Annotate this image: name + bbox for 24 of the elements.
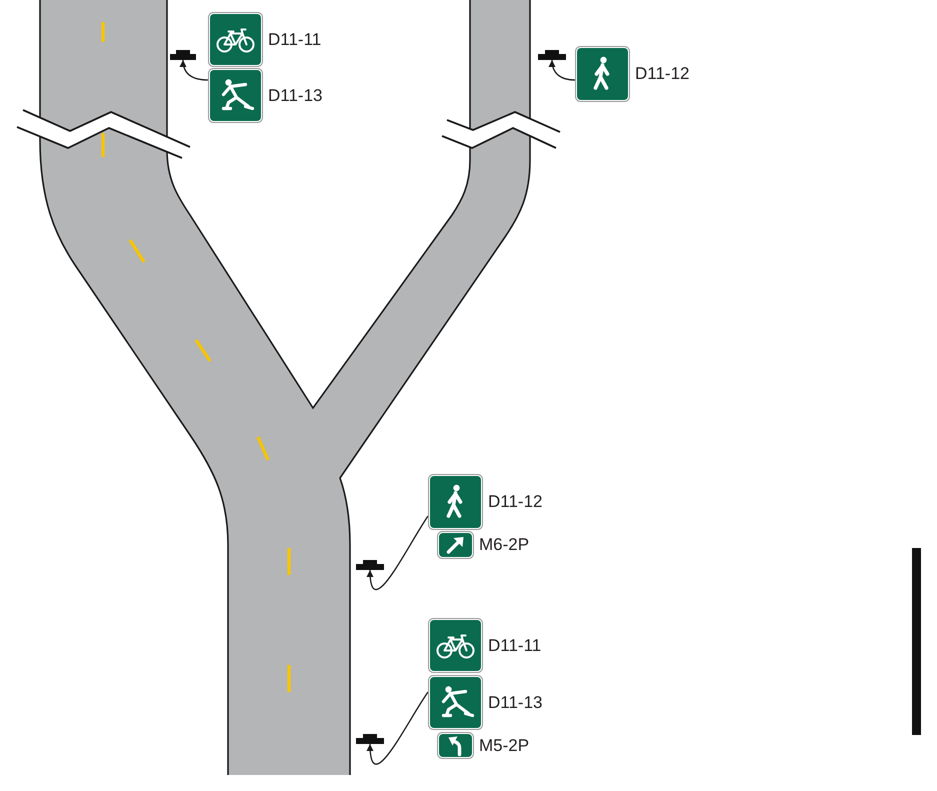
sign-code: D11-12 <box>635 64 690 84</box>
sign-code: D11-12 <box>488 492 542 512</box>
leader-line <box>366 516 429 590</box>
leader-line <box>548 60 576 81</box>
bicycle-sign-icon <box>428 618 483 673</box>
turn-arrow-plaque-icon <box>437 732 474 759</box>
pedestrian-sign-icon <box>428 474 483 530</box>
sign-code: D11-13 <box>268 86 322 106</box>
skater-sign-icon <box>428 675 483 730</box>
leader-line <box>366 692 429 765</box>
sign-post-icon <box>538 50 566 60</box>
sign-code: D11-11 <box>488 636 542 656</box>
pedestrian-sign-icon <box>575 46 630 102</box>
sign-code: M5-2P <box>479 736 530 756</box>
sign-code: M6-2P <box>479 535 530 555</box>
diagonal-arrow-plaque-icon <box>437 531 474 559</box>
leader-line <box>180 60 208 81</box>
sign-code: D11-13 <box>488 693 542 713</box>
sign-post-icon <box>356 560 384 570</box>
skater-sign-icon <box>208 68 263 123</box>
bicycle-sign-icon <box>208 12 263 67</box>
sign-code: D11-11 <box>268 30 322 50</box>
sign-post-icon <box>356 734 384 744</box>
sign-post-icon <box>170 50 196 60</box>
